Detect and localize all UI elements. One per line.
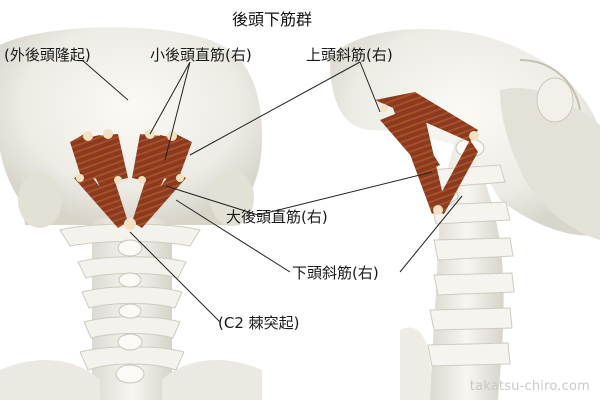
- label-c2-spinous-process: (C2 棘突起): [218, 314, 300, 332]
- label-obliquus-capitis-inferior: 下頭斜筋(右): [292, 264, 379, 282]
- watermark: takatsu-chiro.com: [469, 379, 590, 394]
- rect-minor-right-muscle: [132, 134, 162, 182]
- obl-superior-left-muscle: [70, 132, 98, 180]
- posterior-cervical-spine: [0, 218, 262, 400]
- label-rectus-capitis-posterior-major: 大後頭直筋(右): [226, 208, 328, 226]
- leader-lines: [81, 59, 463, 323]
- label-rectus-capitis-posterior-minor: 小後頭直筋(右): [150, 46, 252, 64]
- obl-inferior-left-muscle: [74, 172, 128, 228]
- label-external-occipital-protuberance: (外後頭隆起): [4, 46, 91, 64]
- posterior-skull: [0, 27, 262, 232]
- figure-title: 後頭下筋群: [232, 10, 313, 29]
- lateral-obl-inferior-muscle: [432, 140, 478, 214]
- lateral-suboccipital-muscles: [375, 92, 479, 215]
- posterior-suboccipital-muscles: [70, 129, 192, 230]
- lateral-rect-minor-muscle: [380, 110, 440, 172]
- label-obliquus-capitis-superior: 上頭斜筋(右): [306, 46, 393, 64]
- obl-inferior-right-muscle: [132, 172, 186, 228]
